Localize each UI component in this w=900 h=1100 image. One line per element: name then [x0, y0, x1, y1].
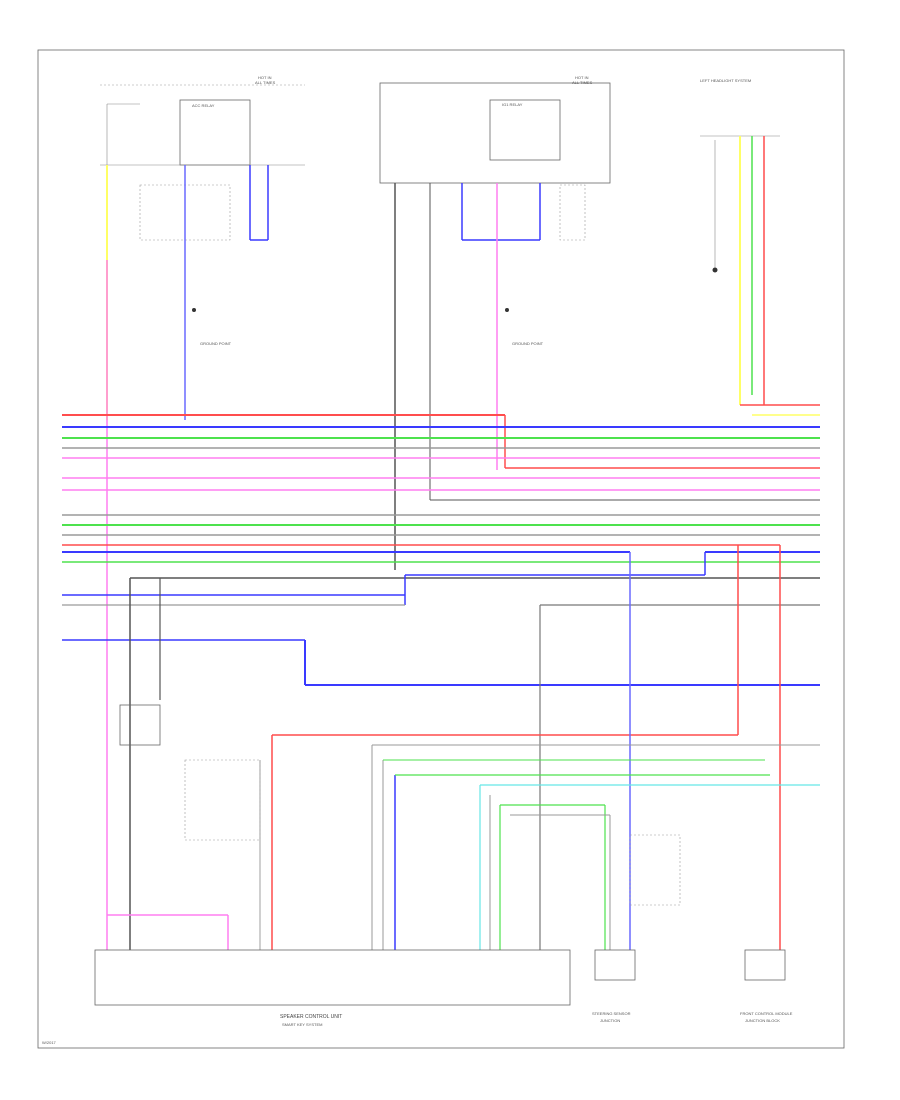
ground-left-label: GROUND POINT	[200, 341, 232, 346]
right-module-1-box	[594, 949, 636, 981]
right-module-2-box	[744, 949, 786, 981]
top-left-relay-box	[179, 99, 251, 166]
lower-right-box	[629, 834, 681, 906]
top-mid-relay-box	[379, 82, 611, 184]
top-mid-relay-hot-sub: ALL TIMES	[572, 80, 593, 85]
top-left-relay-hot-label: HOT IN	[258, 75, 272, 80]
ground-mid-label: GROUND POINT	[512, 341, 544, 346]
top-right-junction-label: LEFT HEADLIGHT SYSTEM	[700, 78, 751, 83]
mid-left-switch-box	[184, 759, 261, 841]
right-module-1-sub: JUNCTION	[600, 1018, 620, 1023]
main-control-unit: SPEAKER CONTROL UNIT SMART KEY SYSTEM	[94, 949, 571, 1027]
main-control-unit-sub: SMART KEY SYSTEM	[282, 1022, 322, 1027]
top-mid-relay-group: HOT IN ALL TIMES IG1 RELAY	[379, 75, 611, 241]
right-module-2-label: FRONT CONTROL MODULE	[740, 1011, 793, 1016]
top-mid-relay-label: IG1 RELAY	[502, 102, 523, 107]
top-left-relay-hot-sub: ALL TIMES	[255, 80, 276, 85]
diagram-frame	[37, 49, 845, 1049]
ground-left-dot	[192, 308, 196, 312]
main-control-unit-label: SPEAKER CONTROL UNIT	[280, 1014, 342, 1020]
main-control-unit-box	[94, 949, 571, 1006]
top-left-relay-label: ACC RELAY	[192, 103, 215, 108]
ground-mid-dot	[505, 308, 509, 312]
top-mid-relay-hot-label: HOT IN	[575, 75, 589, 80]
lower-vertical-wires	[107, 545, 820, 950]
footer-code: W/2017	[42, 1040, 57, 1045]
right-module-1-label: STEERING SENSOR	[592, 1011, 631, 1016]
right-module-2-sub: JUNCTION BLOCK	[745, 1018, 780, 1023]
top-left-relay-group: HOT IN ALL TIMES ACC RELAY	[100, 75, 305, 241]
horizontal-bus	[62, 404, 820, 950]
vertical-wires-top	[106, 136, 765, 950]
mid-left-connector-box	[119, 704, 161, 746]
